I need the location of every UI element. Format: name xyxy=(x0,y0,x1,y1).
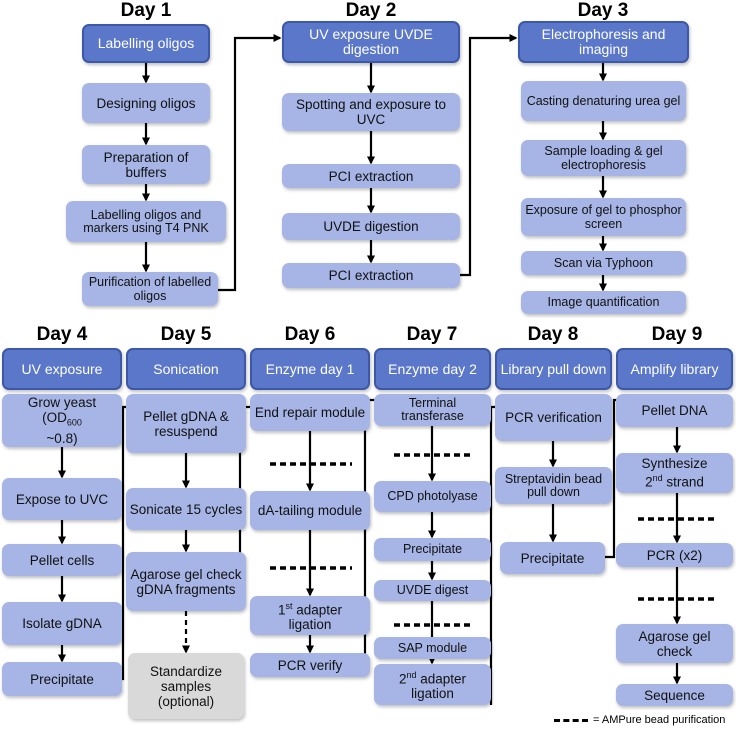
day-label-8: Day 8 xyxy=(527,324,579,345)
step-purification: Purification of labelled oligos xyxy=(82,272,218,306)
step-da-tailing: dA-tailing module xyxy=(250,491,370,530)
step-streptavidin-pull-down: Streptavidin bead pull down xyxy=(495,467,612,504)
ordinal-number: 2 xyxy=(398,671,407,687)
step-isolate-gdna: Isolate gDNA xyxy=(2,602,122,645)
ordinal-number: 1 xyxy=(277,602,286,618)
ordinal-number: 2 xyxy=(645,474,653,490)
adapter-word: adapter xyxy=(416,671,467,687)
day-label-2: Day 2 xyxy=(345,0,397,21)
step-casting-gel: Casting denaturing urea gel xyxy=(521,81,686,121)
step-labelling-oligos-t4pnk: Labelling oligos and markers using T4 PN… xyxy=(66,201,226,242)
legend-dash-swatch xyxy=(554,718,588,722)
step-pcr-verification: PCR verification xyxy=(495,394,612,441)
step-first-adapter-ligation: 1st adapter ligation xyxy=(250,596,370,635)
day-label-3: Day 3 xyxy=(577,0,629,21)
step-sonicate: Sonicate 15 cycles xyxy=(126,488,246,530)
day-label-7: Day 7 xyxy=(406,324,458,345)
day6-header: Enzyme day 1 xyxy=(250,348,370,390)
od-value: ~0.8) xyxy=(46,430,78,446)
step-pellet-dna: Pellet DNA xyxy=(616,394,733,427)
connector-day1-day2 xyxy=(218,34,282,292)
step-spotting-uvc: Spotting and exposure to UVC xyxy=(282,93,460,131)
step-agarose-gel-check: Agarose gel check xyxy=(616,624,733,663)
step-expose-to-uvc: Expose to UVC xyxy=(2,478,122,520)
step-sample-loading: Sample loading & gel electrophoresis xyxy=(521,140,686,176)
step-grow-yeast: Grow yeast (OD600 ~0.8) xyxy=(2,394,122,447)
step-pcr-x2: PCR (x2) xyxy=(616,543,733,567)
step-pci-extraction-1: PCI extraction xyxy=(282,164,460,188)
step-pcr-verify: PCR verify xyxy=(250,653,370,677)
ligation-word: ligation xyxy=(411,686,454,702)
legend: = AMPure bead purification xyxy=(554,714,725,726)
step-agarose-gel-gdna: Agarose gel check gDNA fragments xyxy=(126,552,246,611)
step-phosphor-exposure: Exposure of gel to phosphor screen xyxy=(521,198,686,236)
step-uvde-digestion: UVDE digestion xyxy=(282,213,460,240)
day-label-9: Day 9 xyxy=(651,324,703,345)
ordinal-suffix: nd xyxy=(652,473,663,484)
ordinal-suffix: nd xyxy=(406,669,417,680)
step-end-repair: End repair module xyxy=(250,394,370,431)
day9-header: Amplify library xyxy=(616,348,733,390)
legend-text: = AMPure bead purification xyxy=(593,714,726,726)
step-pellet-gdna: Pellet gDNA & resuspend xyxy=(126,394,246,453)
adapter-word: adapter xyxy=(292,602,343,618)
synthesize-word: Synthesize xyxy=(641,456,708,472)
day-label-5: Day 5 xyxy=(160,324,212,345)
day-label-6: Day 6 xyxy=(284,324,336,345)
step-preparation-of-buffers: Preparation of buffers xyxy=(82,145,210,184)
day-label-1: Day 1 xyxy=(120,0,172,21)
strand-word: strand xyxy=(662,474,704,490)
step-image-quantification: Image quantification xyxy=(521,291,686,314)
day1-header: Labelling oligos xyxy=(82,24,210,63)
step-designing-oligos: Designing oligos xyxy=(82,83,210,123)
step-scan-typhoon: Scan via Typhoon xyxy=(521,251,686,275)
step-standardize-samples: Standardize samples (optional) xyxy=(128,653,244,719)
connector-day2-day3 xyxy=(460,34,518,277)
step-sequence: Sequence xyxy=(616,684,733,706)
step-pellet-cells: Pellet cells xyxy=(2,544,122,576)
step-synthesize-second-strand: Synthesize 2nd strand xyxy=(616,453,733,493)
step-uvde-digest: UVDE digest xyxy=(374,580,491,601)
ligation-word: ligation xyxy=(288,617,332,633)
ordinal-suffix: st xyxy=(285,600,293,611)
step-terminal-transferase: Terminal transferase xyxy=(374,394,491,426)
step-cpd-photolyase: CPD photolyase xyxy=(374,481,491,512)
step-pci-extraction-2: PCI extraction xyxy=(282,263,460,288)
day5-header: Sonication xyxy=(126,348,246,390)
day8-header: Library pull down xyxy=(495,348,612,390)
step-precipitate-d7: Precipitate xyxy=(374,538,491,561)
step-precipitate-d4: Precipitate xyxy=(2,662,122,696)
step-second-adapter-ligation: 2nd adapter ligation xyxy=(374,664,491,705)
step-precipitate-d8: Precipitate xyxy=(500,542,605,574)
grow-yeast-label: Grow yeast xyxy=(27,395,97,411)
od-subscript: 600 xyxy=(66,417,82,428)
day-label-4: Day 4 xyxy=(36,324,88,345)
day2-header: UV exposure UVDE digestion xyxy=(282,21,460,63)
day7-header: Enzyme day 2 xyxy=(374,348,491,390)
step-sap-module: SAP module xyxy=(374,637,491,659)
day4-header: UV exposure xyxy=(2,348,122,390)
day3-header: Electrophoresis and imaging xyxy=(518,21,689,63)
od-label: (OD xyxy=(42,410,67,426)
